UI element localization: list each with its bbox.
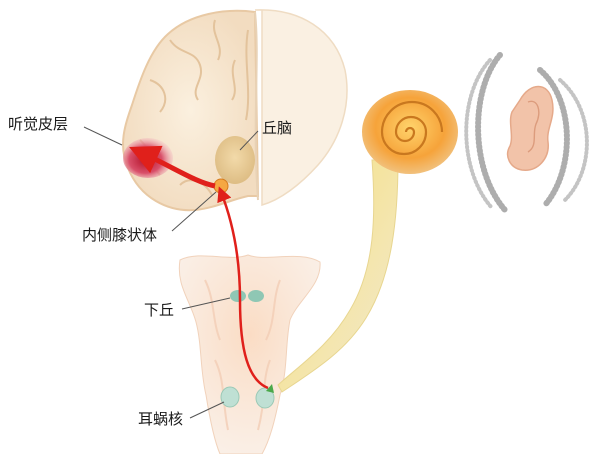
inferior-colliculus-left <box>230 290 246 302</box>
label-inferior-colliculus: 下丘 <box>144 301 174 319</box>
label-thalamus: 丘脑 <box>262 119 292 137</box>
label-auditory-cortex: 听觉皮层 <box>8 115 68 133</box>
label-medial-geniculate: 内侧膝状体 <box>82 226 157 244</box>
cochlea <box>362 90 458 174</box>
leader-auditory-cortex <box>84 127 122 145</box>
thalamus <box>215 136 255 184</box>
cochlear-nucleus-left <box>221 387 239 407</box>
label-cochlear-nucleus: 耳蜗核 <box>138 410 183 428</box>
inferior-colliculus-right <box>248 290 264 302</box>
right-hemisphere <box>255 10 347 205</box>
midbrain-pons <box>179 255 320 454</box>
outer-ear <box>508 87 553 171</box>
ear-icon <box>508 87 553 171</box>
brain-coronal-section <box>123 10 347 210</box>
brainstem <box>179 255 320 454</box>
medial-geniculate-body <box>214 179 228 193</box>
